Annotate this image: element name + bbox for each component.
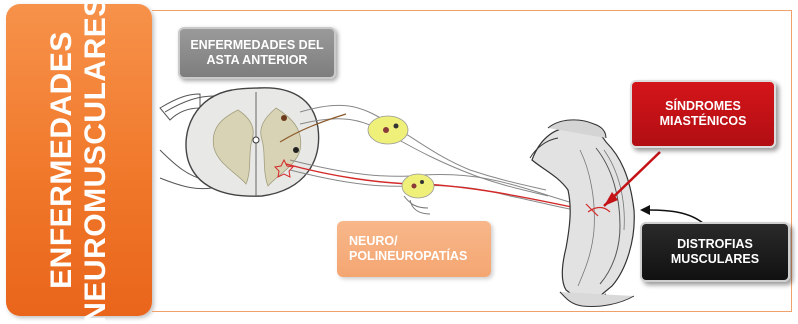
label-asta-line2: ASTA ANTERIOR bbox=[207, 53, 308, 68]
label-sindromes-miastenicos: SÍNDROMES MIASTÉNICOS bbox=[630, 80, 776, 148]
label-dist-line2: MUSCULARES bbox=[671, 252, 759, 267]
neuron-dot bbox=[293, 147, 299, 153]
arrow-distrofias-head bbox=[640, 205, 650, 215]
leg-icon bbox=[530, 120, 634, 307]
label-neuro-line2: POLINEUROPATÍAS bbox=[349, 249, 467, 264]
label-neuro-line1: NEURO/ bbox=[349, 234, 398, 249]
label-enfermedades-asta-anterior: ENFERMEDADES DEL ASTA ANTERIOR bbox=[178, 27, 336, 79]
neuron-dot bbox=[281, 115, 287, 121]
label-distrofias-musculares: DISTROFIAS MUSCULARES bbox=[640, 222, 790, 282]
ganglion-lower-icon bbox=[402, 174, 434, 214]
spinal-cord-icon bbox=[160, 88, 319, 196]
label-asta-line1: ENFERMEDADES DEL bbox=[190, 38, 323, 53]
ganglion-icon bbox=[368, 116, 408, 144]
label-sind-line1: SÍNDROMES bbox=[665, 99, 741, 114]
label-polineuropatias: NEURO/ POLINEUROPATÍAS bbox=[337, 221, 491, 277]
label-dist-line1: DISTROFIAS bbox=[677, 237, 753, 252]
label-sind-line2: MIASTÉNICOS bbox=[660, 114, 747, 129]
